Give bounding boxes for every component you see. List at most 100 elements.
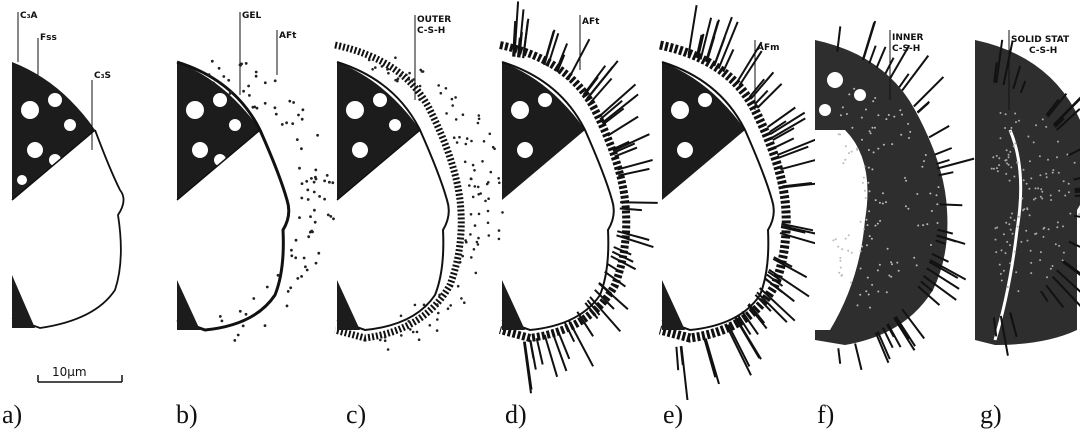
- texture-dot: [863, 177, 865, 179]
- texture-dot: [905, 205, 907, 207]
- texture-dot: [860, 268, 862, 270]
- texture-dot: [1066, 154, 1068, 156]
- annotation-inner-csh: C-S-H: [892, 44, 920, 54]
- crystal-needle: [750, 79, 765, 97]
- crystal-needle: [537, 338, 543, 364]
- panel-label-f: f): [817, 400, 834, 430]
- texture-dot: [1013, 145, 1015, 147]
- texture-dot: [929, 193, 931, 195]
- texture-dot: [1016, 161, 1018, 163]
- annotation-inner: INNER: [892, 33, 924, 43]
- texture-dot: [1058, 172, 1060, 174]
- texture-dot: [868, 294, 870, 296]
- texture-dot: [846, 113, 848, 115]
- texture-dot: [318, 195, 321, 198]
- texture-dot: [1056, 156, 1058, 158]
- texture-dot: [885, 201, 887, 203]
- texture-dot: [861, 246, 863, 248]
- texture-dot: [463, 301, 466, 304]
- texture-dot: [239, 310, 242, 313]
- texture-dot: [856, 149, 858, 151]
- texture-dot: [218, 67, 221, 70]
- crystal-needle: [917, 102, 929, 113]
- texture-dot: [300, 197, 303, 200]
- texture-dot: [1004, 127, 1006, 129]
- alite-fragment-a: [12, 275, 35, 328]
- texture-dot: [1005, 222, 1007, 224]
- texture-dot: [1045, 126, 1047, 128]
- texture-dot: [1026, 183, 1028, 185]
- texture-dot: [921, 166, 923, 168]
- texture-dot: [492, 146, 495, 149]
- texture-dot: [387, 348, 390, 351]
- texture-dot: [1029, 160, 1031, 162]
- texture-dot: [863, 228, 865, 230]
- texture-dot: [1011, 213, 1013, 215]
- texture-dot: [1040, 196, 1042, 198]
- texture-dot: [304, 265, 307, 268]
- texture-dot: [1048, 228, 1050, 230]
- panel-label-c: c): [346, 400, 366, 430]
- texture-dot: [311, 231, 314, 234]
- texture-dot: [838, 272, 840, 274]
- texture-dot: [1021, 197, 1023, 199]
- texture-dot: [996, 155, 998, 157]
- panel-label-a: a): [2, 400, 22, 430]
- texture-dot: [489, 133, 492, 136]
- texture-dot: [1064, 195, 1066, 197]
- texture-dot: [904, 177, 906, 179]
- texture-dot: [1005, 173, 1007, 175]
- texture-dot: [888, 275, 890, 277]
- texture-dot: [1001, 280, 1003, 282]
- texture-dot: [233, 339, 236, 342]
- texture-dot: [845, 145, 847, 147]
- texture-dot: [274, 79, 277, 82]
- texture-dot: [992, 156, 994, 158]
- texture-dot: [445, 112, 448, 115]
- texture-dot: [1009, 180, 1011, 182]
- texture-dot: [1020, 241, 1022, 243]
- texture-dot: [329, 215, 332, 218]
- hydration-stages-diagram: C₃A Fss C₃S 10μm GEL AFt OUTER C-S-H: [0, 0, 1080, 400]
- texture-dot: [307, 198, 310, 201]
- texture-dot: [298, 216, 301, 219]
- texture-dot: [1015, 121, 1017, 123]
- texture-dot: [885, 118, 887, 120]
- texture-dot: [1035, 187, 1037, 189]
- texture-dot: [923, 160, 925, 162]
- texture-dot: [1052, 172, 1054, 174]
- texture-dot: [416, 331, 419, 334]
- texture-dot: [840, 275, 842, 277]
- texture-dot: [384, 339, 387, 342]
- annotation-solid-state: SOLID STAT: [1011, 35, 1070, 45]
- texture-dot: [484, 200, 487, 203]
- texture-dot: [998, 157, 1000, 159]
- texture-dot: [1014, 113, 1016, 115]
- texture-dot: [397, 77, 400, 80]
- annotation-gel: GEL: [242, 11, 262, 21]
- texture-dot: [916, 264, 918, 266]
- texture-dot: [314, 221, 317, 224]
- texture-dot: [317, 252, 320, 255]
- texture-dot: [313, 209, 316, 212]
- texture-dot: [886, 291, 888, 293]
- texture-dot: [877, 291, 879, 293]
- crystal-needle: [899, 74, 909, 88]
- texture-dot: [1008, 223, 1010, 225]
- texture-dot: [1039, 259, 1041, 261]
- texture-dot: [457, 285, 460, 288]
- texture-dot: [1017, 226, 1019, 228]
- texture-dot: [1010, 217, 1012, 219]
- annotation-outer: OUTER: [417, 15, 451, 25]
- texture-dot: [479, 192, 482, 195]
- texture-dot: [274, 106, 277, 109]
- texture-dot: [309, 215, 312, 218]
- texture-dot: [477, 243, 480, 246]
- texture-dot: [408, 72, 411, 75]
- texture-dot: [437, 84, 440, 87]
- texture-dot: [870, 132, 872, 134]
- crystal-needle: [524, 342, 531, 394]
- texture-dot: [252, 297, 255, 300]
- texture-dot: [851, 252, 853, 254]
- texture-dot: [490, 171, 493, 174]
